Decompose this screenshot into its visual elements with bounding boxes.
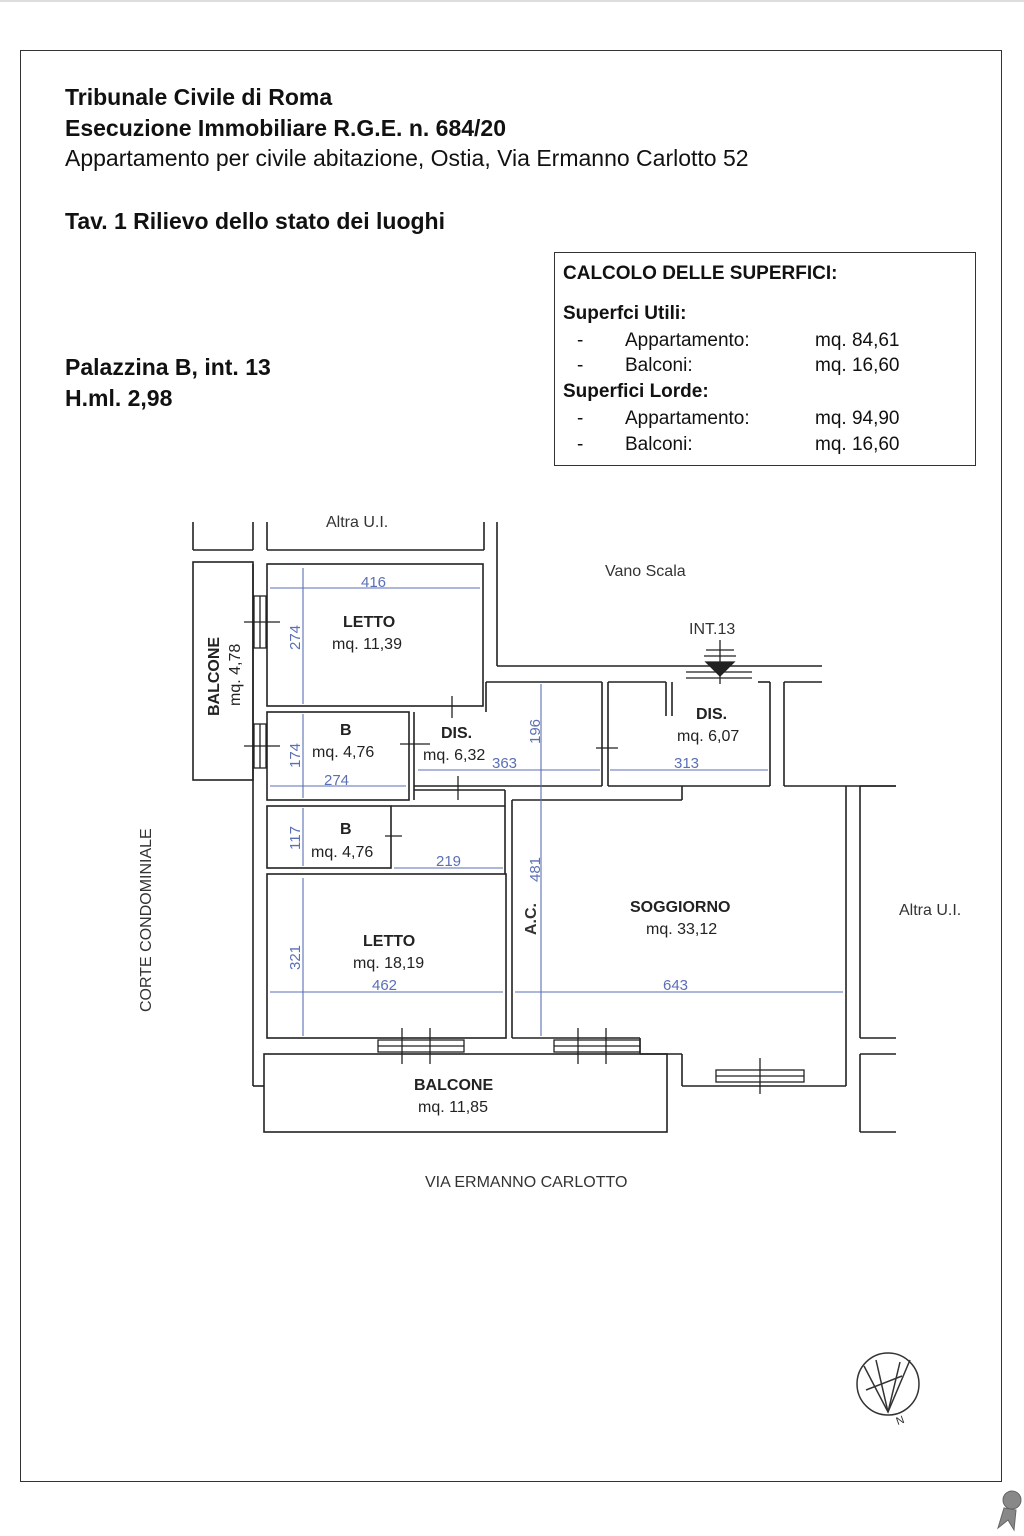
table-title: Tav. 1 Rilievo dello stato dei luoghi <box>65 208 445 234</box>
dim-643: 643 <box>663 977 688 994</box>
room-name-balcone-1: BALCONE <box>206 637 223 716</box>
dim-117: 117 <box>287 826 304 850</box>
dim-321: 321 <box>287 945 304 970</box>
procedure-title: Esecuzione Immobiliare R.G.E. n. 684/20 <box>65 115 506 141</box>
dim-196: 196 <box>527 719 544 744</box>
dim-313: 313 <box>674 755 699 772</box>
useful-surfaces-title: Superfci Utili: <box>563 303 687 324</box>
calc-row-label: Appartamento: <box>625 330 750 351</box>
label-street: VIA ERMANNO CARLOTTO <box>425 1174 627 1191</box>
room-name-soggiorno: SOGGIORNO <box>630 899 730 916</box>
calc-row-label: Balconi: <box>625 434 693 455</box>
label-ac: A.C. <box>523 903 540 935</box>
seal-icon <box>997 1490 1022 1532</box>
room-area-letto-1: mq. 11,39 <box>332 636 402 653</box>
dim-363: 363 <box>492 755 517 772</box>
label-vano-scala: Vano Scala <box>605 563 686 580</box>
height-label: H.ml. 2,98 <box>65 385 173 411</box>
calc-dash: - <box>577 355 584 376</box>
calc-dash: - <box>577 408 584 429</box>
label-altra-ui-top: Altra U.I. <box>326 514 388 531</box>
dim-274-horizontal: 274 <box>324 772 349 789</box>
room-area-balcone-1: mq. 4,78 <box>227 644 244 706</box>
room-name-bagno-2: B <box>340 821 352 838</box>
dim-219: 219 <box>436 853 461 870</box>
room-area-balcone-2: mq. 11,85 <box>418 1099 488 1116</box>
room-area-soggiorno: mq. 33,12 <box>646 921 717 938</box>
label-altra-ui-right: Altra U.I. <box>899 902 961 919</box>
dim-416: 416 <box>361 574 386 591</box>
dim-174: 174 <box>287 743 304 768</box>
room-area-dis-2: mq. 6,07 <box>677 728 739 745</box>
room-name-letto-2: LETTO <box>363 933 415 950</box>
dimension-lines <box>270 568 843 1036</box>
room-name-balcone-2: BALCONE <box>414 1077 493 1094</box>
dim-462: 462 <box>372 977 397 994</box>
calc-row-label: Appartamento: <box>625 408 750 429</box>
court-title: Tribunale Civile di Roma <box>65 84 333 110</box>
room-name-dis-2: DIS. <box>696 706 727 723</box>
room-name-bagno-1: B <box>340 722 352 739</box>
gross-surfaces-title: Superfici Lorde: <box>563 381 709 402</box>
svg-text:N: N <box>895 1414 907 1428</box>
dim-274-vertical: 274 <box>287 625 304 650</box>
property-description: Appartamento per civile abitazione, Osti… <box>65 145 749 171</box>
calc-row-value: mq. 84,61 <box>815 330 900 351</box>
calc-row-value: mq. 16,60 <box>815 355 900 376</box>
label-corte-condominiale: CORTE CONDOMINIALE <box>138 828 155 1012</box>
room-area-bagno-2: mq. 4,76 <box>311 844 373 861</box>
plan-walls <box>192 522 896 1133</box>
room-name-letto-1: LETTO <box>343 614 395 631</box>
calc-dash: - <box>577 434 584 455</box>
calc-dash: - <box>577 330 584 351</box>
calc-row-label: Balconi: <box>625 355 693 376</box>
calc-row-value: mq. 94,90 <box>815 408 900 429</box>
calc-row-value: mq. 16,60 <box>815 434 900 455</box>
drawing-frame <box>20 50 1002 1482</box>
openings <box>244 595 805 1094</box>
building-label: Palazzina B, int. 13 <box>65 354 271 380</box>
room-area-dis-1: mq. 6,32 <box>423 747 485 764</box>
room-name-dis-1: DIS. <box>441 725 472 742</box>
surface-calc-box: CALCOLO DELLE SUPERFICI: Superfci Utili:… <box>554 252 976 466</box>
calc-title: CALCOLO DELLE SUPERFICI: <box>563 263 838 284</box>
label-int-13: INT.13 <box>689 621 735 638</box>
room-area-letto-2: mq. 18,19 <box>353 955 424 972</box>
north-arrow-icon: N <box>856 1352 920 1428</box>
room-area-bagno-1: mq. 4,76 <box>312 744 374 761</box>
dim-481: 481 <box>527 857 544 882</box>
